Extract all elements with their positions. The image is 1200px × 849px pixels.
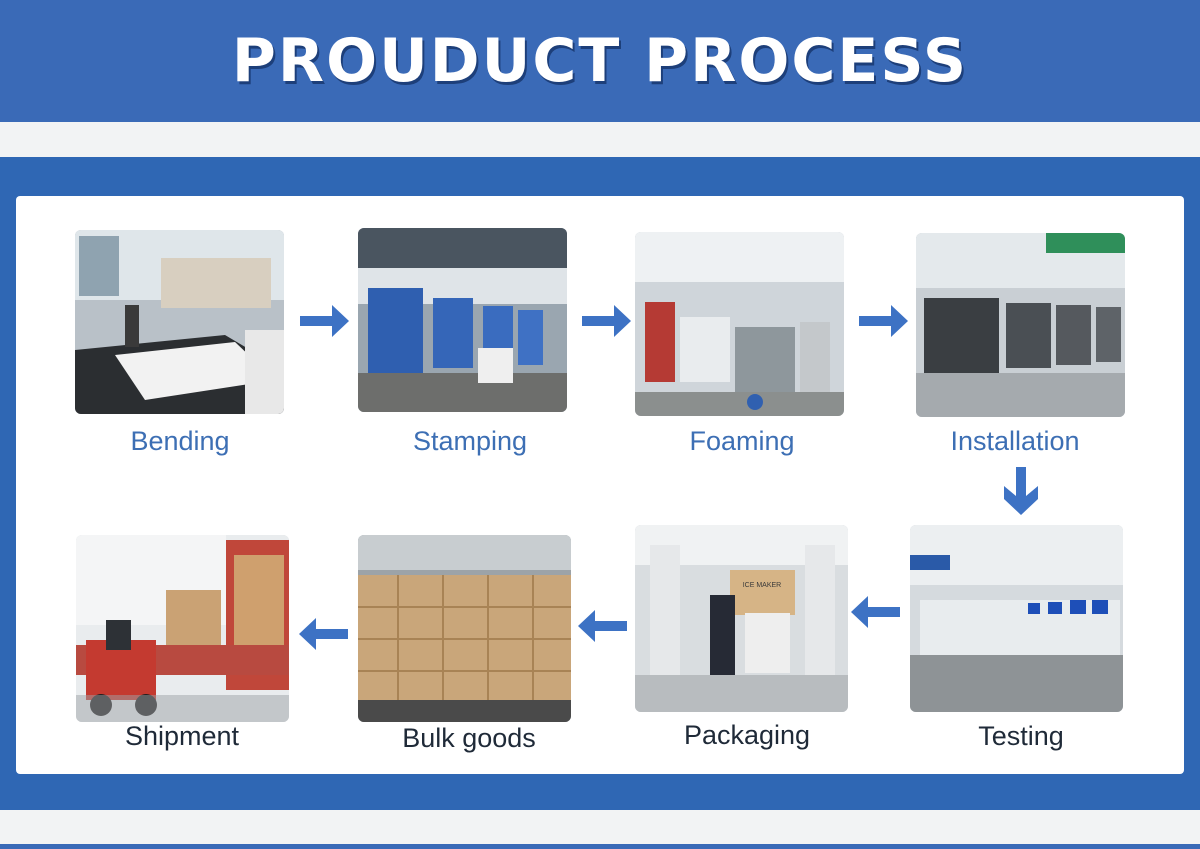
step-label-installation: Installation (950, 426, 1080, 456)
bending-photo (75, 230, 284, 414)
arrow-down-icon (998, 464, 1044, 518)
arrow-left-icon (296, 612, 352, 656)
header-banner: PROUDUCT PROCESS (0, 0, 1200, 122)
step-label-stamping: Stamping (412, 426, 528, 456)
arrow-right-icon (855, 299, 911, 343)
step-label-foaming: Foaming (689, 426, 795, 456)
stamping-photo (358, 228, 567, 412)
step-label-testing: Testing (978, 721, 1064, 751)
step-label-bulk-goods: Bulk goods (402, 723, 536, 753)
bulk-goods-photo (358, 535, 571, 722)
step-label-bending: Bending (130, 426, 230, 456)
packaging-photo: ICE MAKER (635, 525, 848, 712)
arrow-left-icon (575, 604, 631, 648)
page-title: PROUDUCT PROCESS (231, 26, 969, 96)
arrow-right-icon (578, 299, 634, 343)
arrow-right-icon (296, 299, 352, 343)
packaging-box-text: ICE MAKER (743, 582, 782, 589)
arrow-left-icon (848, 590, 904, 634)
shipment-photo (76, 535, 289, 722)
installation-photo (916, 233, 1125, 417)
step-label-shipment: Shipment (124, 721, 240, 751)
foaming-photo (635, 232, 844, 416)
testing-photo (910, 525, 1123, 712)
bottom-divider (0, 844, 1200, 849)
step-label-packaging: Packaging (683, 720, 811, 750)
